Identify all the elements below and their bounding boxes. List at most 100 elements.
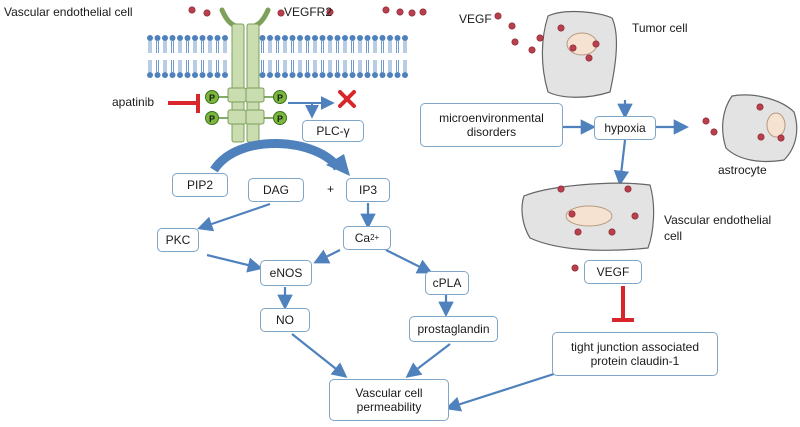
node-no: NO [260, 308, 310, 332]
vegf-molecule [382, 6, 390, 14]
lipid-molecule [402, 35, 408, 53]
lipid-molecule [184, 35, 191, 53]
lipid-molecule [312, 35, 318, 53]
kinase-domain-right-upper [245, 87, 265, 103]
kinase-domain-left-lower [227, 109, 247, 125]
lipid-molecule [312, 60, 318, 78]
vegf-molecule [592, 40, 600, 48]
vegf-molecule [508, 22, 516, 30]
lipid-molecule [319, 35, 326, 53]
lipid-molecule [402, 60, 408, 78]
lipid-molecule [349, 35, 356, 53]
vegfr2-receptor: P P P P [205, 7, 287, 143]
claudin-line2: protein claudin-1 [590, 354, 680, 368]
vegf-molecule [756, 103, 764, 111]
label-vegfr2: VEGFR2 [284, 5, 333, 19]
endothelial-cell-nucleus [565, 205, 613, 227]
arrow-prostaglandin-permeability [405, 343, 451, 378]
vegf-molecule [710, 128, 718, 136]
lipid-molecule [387, 35, 393, 53]
lipid-molecule [364, 35, 371, 53]
vegf-molecule [494, 12, 502, 20]
claudin-line1: tight junction associated [570, 339, 700, 354]
arrow-dag-pkc [197, 202, 271, 232]
lipid-molecule [162, 60, 168, 78]
arrow-ca-enos [313, 249, 341, 264]
lipid-molecule [387, 60, 393, 78]
label-vascular-endothelial-cell-right-line2: cell [664, 229, 683, 243]
phospho-site-right-upper: P [273, 90, 287, 104]
lipid-molecule [192, 35, 198, 53]
vegf-molecule [585, 54, 593, 62]
vegf-molecule [608, 228, 616, 236]
astrocyte-cell [722, 94, 798, 163]
lipid-molecule [304, 60, 311, 78]
lipid-molecule [274, 60, 281, 78]
vegf-molecule [326, 8, 334, 16]
node-plc-gamma: PLC-γ [302, 120, 364, 142]
astrocyte-nucleus [766, 112, 786, 138]
lipid-molecule [342, 60, 348, 78]
lipid-molecule [349, 60, 356, 78]
arrow-receptor-plc [290, 102, 319, 119]
tumor-cell [541, 10, 618, 98]
phospho-site-left-upper: P [205, 90, 219, 104]
lipid-molecule [289, 60, 296, 78]
vegf-molecule [557, 24, 565, 32]
lipid-molecule [297, 35, 303, 53]
vegf-molecule [757, 133, 765, 141]
lipid-molecule [154, 60, 161, 78]
vegf-molecule [571, 264, 579, 272]
arrow-ca-cpla [385, 249, 433, 274]
phospho-site-right-lower: P [273, 111, 287, 125]
pathway-arrows [197, 100, 690, 412]
cell-membrane [147, 35, 408, 78]
vegf-molecule [574, 228, 582, 236]
apatinib-inhibition [168, 94, 200, 113]
vegf-molecule [203, 9, 211, 17]
lipid-molecule [364, 60, 371, 78]
arrow-pip2-ip3 [210, 139, 342, 173]
lipid-molecule [147, 35, 153, 53]
node-microenvironmental-disorders: microenvironmental disorders [420, 103, 563, 147]
lipid-molecule [154, 35, 161, 53]
vegf-molecule [631, 212, 639, 220]
lipid-molecule [184, 60, 191, 78]
vegf-molecule [396, 8, 404, 16]
label-vascular-endothelial-cell-top: Vascular endothelial cell [4, 5, 133, 19]
phospho-site-left-lower: P [205, 111, 219, 125]
lipid-molecule [259, 35, 266, 53]
lipid-molecule [372, 60, 378, 78]
calcium-symbol: Ca [354, 230, 371, 245]
lipid-molecule [147, 60, 153, 78]
lipid-molecule [192, 60, 198, 78]
arrow-no-permeability [291, 333, 348, 378]
lipid-molecule [214, 60, 221, 78]
label-apatinib: apatinib [112, 95, 155, 109]
lipid-molecule [259, 60, 266, 78]
micro-line2: disorders [466, 125, 517, 139]
micro-line1: microenvironmental [439, 110, 544, 125]
lipid-molecule [282, 60, 288, 78]
node-pip2: PIP2 [172, 173, 228, 197]
vegf-molecule [557, 185, 565, 193]
vegf-molecule [408, 9, 416, 17]
lipid-molecule [267, 35, 273, 53]
lipid-molecule [319, 60, 326, 78]
lipid-molecule [297, 60, 303, 78]
label-tumor-cell: Tumor cell [632, 21, 688, 35]
node-hypoxia: hypoxia [594, 116, 656, 140]
calcium-charge: 2+ [370, 233, 380, 243]
svg-text:P: P [277, 93, 283, 103]
vegf-molecule [777, 134, 785, 142]
endothelial-cell-right [521, 182, 655, 251]
arrow-pkc-enos [206, 253, 263, 273]
blocked-x-icon [338, 90, 356, 108]
lipid-molecule [199, 60, 206, 78]
lipid-molecule [274, 35, 281, 53]
arrow-claudin-permeability [445, 371, 558, 412]
lipid-molecule [207, 35, 213, 53]
label-vegf-top: VEGF [459, 12, 492, 26]
